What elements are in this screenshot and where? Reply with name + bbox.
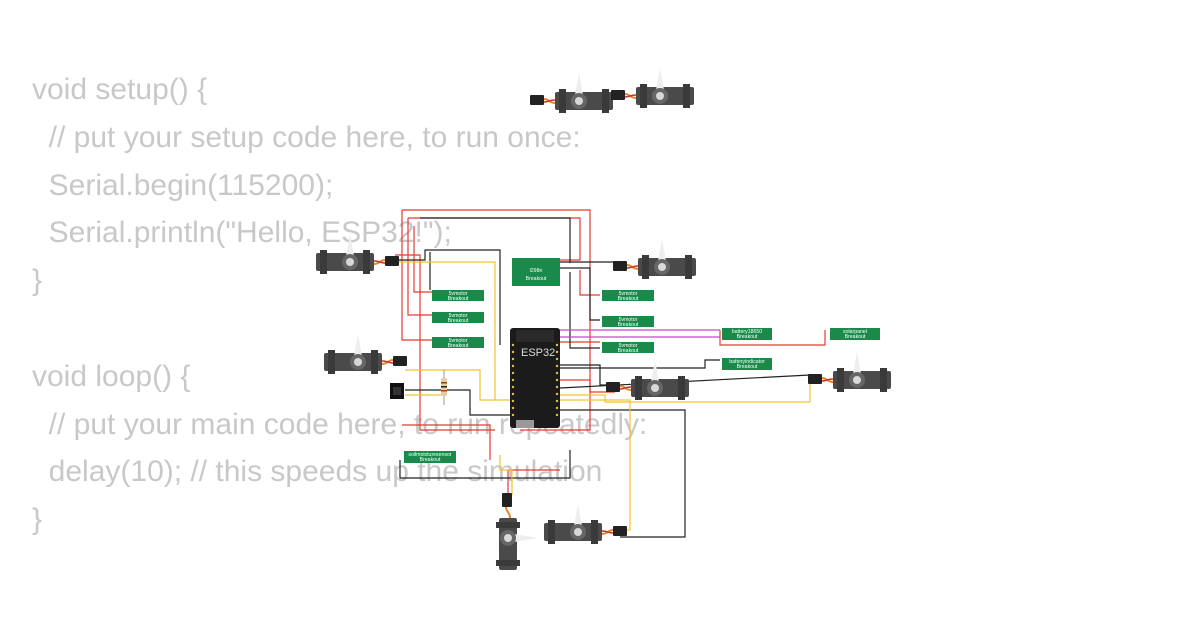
servo-motor [529, 72, 614, 114]
breakout-solarpanel: solarpanel Breakout [830, 328, 880, 340]
servo-motor [807, 351, 892, 393]
wire-red [579, 270, 600, 296]
wire-red [507, 469, 560, 495]
breakout-5vmotor-right-1: 5vmotor Breakout [602, 290, 654, 302]
code-line: Serial.println("Hello, ESP32!"); [32, 216, 452, 250]
wire-red [395, 254, 495, 431]
svg-text:Breakout: Breakout [448, 343, 469, 349]
servo-motor [543, 503, 628, 545]
servo-motor [605, 359, 690, 401]
small-sensor-module [390, 383, 404, 399]
svg-text:5vmotor: 5vmotor [449, 338, 468, 344]
breakout-5vmotor-left-1: 5vmotor Breakout [432, 290, 484, 302]
breakout-5vmotor-left-3: 5vmotor Breakout [432, 337, 484, 349]
svg-text:battery18650: battery18650 [732, 329, 762, 335]
breakout-5vmotor-left-2: 5vmotor Breakout [432, 312, 484, 324]
svg-text:5vmotor: 5vmotor [619, 343, 638, 349]
wires [395, 209, 826, 538]
breakout-5vmotor-right-2: 5vmotor Breakout [602, 316, 654, 328]
wire-yellow [560, 382, 811, 403]
wire-red [413, 226, 432, 293]
wire-red [408, 217, 581, 261]
wire-yellow [405, 369, 510, 401]
svg-text:5vmotor: 5vmotor [619, 291, 638, 297]
svg-text:soilmoisturesensor: soilmoisturesensor [408, 452, 452, 458]
servo-motor [612, 238, 697, 280]
esp32-board: ESP32 [510, 328, 560, 428]
breakout-batteryindicator: batteryindicator Breakout [722, 358, 772, 370]
wire-black [399, 450, 571, 479]
svg-text:Breakout: Breakout [526, 276, 547, 282]
breakout-l298n: l298n Breakout [512, 258, 560, 286]
code-line: Serial.begin(115200); [32, 168, 334, 202]
wire-black [569, 272, 600, 349]
svg-text:Breakout: Breakout [448, 318, 469, 324]
svg-text:Breakout: Breakout [618, 322, 639, 328]
code-line: void loop() { [32, 359, 191, 393]
wire-red [402, 209, 591, 431]
esp32-label: ESP32 [521, 347, 555, 359]
code-line: // put your setup code here, to run once… [32, 120, 581, 154]
breakout-5vmotor-right-3: 5vmotor Breakout [602, 342, 654, 354]
svg-text:batteryindicator: batteryindicator [729, 359, 765, 365]
wire-black [405, 389, 510, 416]
breakout-soilmoisturesensor: soilmoisturesensor Breakout [404, 451, 456, 463]
wire-black [560, 267, 600, 321]
wire-red [402, 424, 491, 460]
code-line: void setup() { [32, 73, 208, 106]
svg-text:Breakout: Breakout [845, 334, 866, 340]
wire-yellow [395, 261, 496, 400]
svg-text:Breakout: Breakout [618, 348, 639, 354]
servo-motor [495, 492, 539, 571]
wire-yellow [499, 455, 513, 495]
svg-text:5vmotor: 5vmotor [449, 313, 468, 319]
wire-red [407, 218, 432, 316]
wire-black [560, 409, 686, 538]
servo-motor [315, 233, 400, 275]
svg-text:l298n: l298n [530, 268, 543, 274]
code-line: } [32, 264, 43, 298]
code-line: } [32, 503, 43, 537]
wire-black [560, 359, 720, 369]
svg-text:Breakout: Breakout [420, 457, 441, 463]
servo-motor [323, 333, 408, 375]
svg-text:Breakout: Breakout [737, 364, 758, 370]
wire-black [420, 217, 571, 263]
servo-motor [610, 67, 695, 109]
code-line: // put your main code here, to run repea… [32, 407, 648, 441]
svg-text:5vmotor: 5vmotor [619, 317, 638, 323]
svg-text:Breakout: Breakout [618, 296, 639, 302]
wire-yellow [405, 390, 446, 396]
svg-text:Breakout: Breakout [737, 334, 758, 340]
resistor [441, 370, 447, 405]
svg-text:5vmotor: 5vmotor [449, 291, 468, 297]
code-line: delay(10); // this speeds up the simulat… [32, 455, 603, 489]
svg-text:Breakout: Breakout [448, 296, 469, 302]
wire-black [396, 249, 501, 345]
breakout-battery18650: battery18650 Breakout [722, 328, 772, 340]
svg-text:solarpanel: solarpanel [843, 329, 867, 335]
wire-red [401, 210, 432, 341]
code-background: void setup() { // put your setup code he… [32, 66, 647, 544]
